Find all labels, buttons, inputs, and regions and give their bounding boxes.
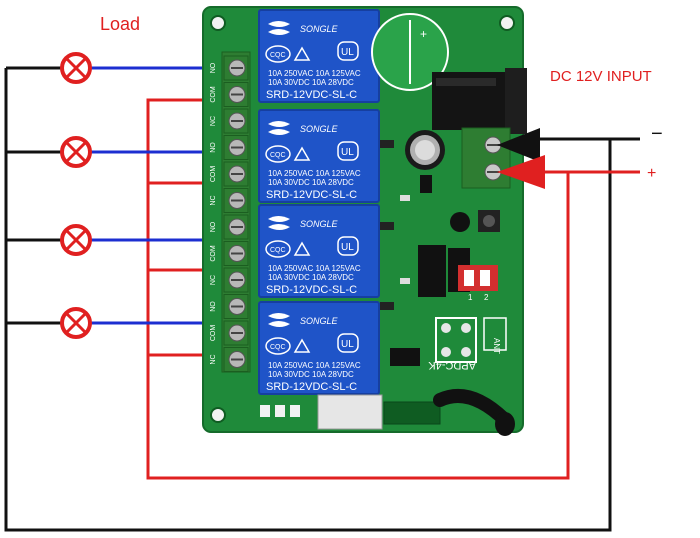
- terminal-label: NO: [210, 62, 217, 73]
- ul-mark-icon: UL: [337, 236, 359, 256]
- terminal-screw: [223, 267, 249, 293]
- terminal-screw: [223, 347, 249, 372]
- antenna-label: ANT: [492, 338, 501, 354]
- svg-text:UL: UL: [341, 242, 354, 253]
- mounting-hole: [210, 407, 226, 423]
- terminal-label: NO: [210, 221, 217, 232]
- relay-rating-2: 10A 30VDC 10A 28VDC: [268, 370, 354, 379]
- minus-label: −: [651, 123, 663, 145]
- electrolytic-capacitor: [405, 130, 445, 170]
- cqc-mark-icon: CQC: [265, 45, 291, 63]
- relay-rating-1: 10A 250VAC 10A 125VAC: [268, 69, 361, 78]
- terminal-screw: [223, 135, 249, 160]
- pcb-components: [260, 140, 500, 417]
- songle-logo-icon: [268, 313, 290, 327]
- dc-power-jack: [432, 68, 527, 134]
- terminal-label: NC: [210, 354, 217, 364]
- svg-text:UL: UL: [341, 339, 354, 350]
- relay-rating-1: 10A 250VAC 10A 125VAC: [268, 361, 361, 370]
- relay-rating-2: 10A 30VDC 10A 28VDC: [268, 178, 354, 187]
- terminal-screw: [223, 82, 249, 107]
- songle-logo-icon: [268, 21, 290, 35]
- svg-text:UL: UL: [341, 47, 354, 58]
- relay-brand: SONGLE: [300, 24, 339, 34]
- cqc-mark-icon: CQC: [265, 337, 291, 355]
- antenna-pad: ANT: [435, 317, 507, 363]
- terminal-label: NC: [210, 116, 217, 126]
- terminal-screw: [223, 214, 249, 240]
- lamp-icon: [60, 52, 92, 84]
- relay-model: SRD-12VDC-SL-C: [266, 189, 357, 201]
- terminal-label: COM: [210, 325, 217, 342]
- black-ground-wire: [4, 66, 640, 532]
- svg-text:+: +: [420, 27, 427, 41]
- lamp-icon: [60, 224, 92, 256]
- relay-model: SRD-12VDC-SL-C: [266, 284, 357, 296]
- songle-logo-icon: [268, 216, 290, 230]
- terminal-screw: [223, 55, 249, 81]
- antenna-cable: [433, 389, 515, 436]
- board-model-label: APDC-4K: [428, 359, 476, 371]
- relay-rating-2: 10A 30VDC 10A 28VDC: [268, 273, 354, 282]
- dip-number-2: 2: [484, 293, 489, 302]
- relay-model: SRD-12VDC-SL-C: [266, 89, 357, 101]
- terminal-screw: [223, 241, 249, 266]
- cqc-mark-icon: CQC: [265, 145, 291, 163]
- dc-input-label: DC 12V INPUT: [550, 68, 652, 85]
- dip-number-1: 1: [468, 293, 473, 302]
- cqc-mark-icon: CQC: [265, 240, 291, 258]
- mounting-hole: [499, 15, 515, 31]
- svg-text:CQC: CQC: [270, 52, 286, 59]
- svg-text:UL: UL: [341, 147, 354, 158]
- load-label: Load: [100, 14, 140, 34]
- mounting-hole: [210, 15, 226, 31]
- power-terminal-block: [461, 127, 511, 189]
- relay-brand: SONGLE: [300, 219, 339, 229]
- plus-label: +: [647, 165, 656, 182]
- arrow-icon: [497, 128, 540, 162]
- receiver-module: [317, 394, 441, 430]
- ul-mark-icon: UL: [337, 141, 359, 161]
- terminal-block: NO COM NC NO COM NC NO COM NC NO COM NC: [210, 51, 251, 373]
- buzzer: +: [371, 13, 449, 91]
- terminal-label: NC: [210, 275, 217, 285]
- ul-mark-icon: UL: [337, 41, 359, 61]
- relay-brand: SONGLE: [300, 316, 339, 326]
- terminal-label: NO: [210, 142, 217, 153]
- terminal-label: NO: [210, 301, 217, 312]
- svg-text:CQC: CQC: [270, 247, 286, 254]
- terminal-label: COM: [210, 86, 217, 103]
- svg-text:CQC: CQC: [270, 152, 286, 159]
- relay-rating-1: 10A 250VAC 10A 125VAC: [268, 169, 361, 178]
- svg-text:CQC: CQC: [270, 344, 286, 351]
- relay-rating-2: 10A 30VDC 10A 28VDC: [268, 78, 354, 87]
- songle-logo-icon: [268, 121, 290, 135]
- arrow-icon: [497, 155, 545, 189]
- relay-rating-1: 10A 250VAC 10A 125VAC: [268, 264, 361, 273]
- terminal-label: NC: [210, 195, 217, 205]
- terminal-screw: [223, 108, 249, 134]
- terminal-screw: [223, 161, 249, 187]
- dip-switch: 1 2: [458, 265, 498, 302]
- lamp-icon: [60, 136, 92, 168]
- ul-mark-icon: UL: [337, 333, 359, 353]
- terminal-screw: [223, 188, 249, 213]
- lamp-icon: [60, 307, 92, 339]
- terminal-label: COM: [210, 245, 217, 262]
- terminal-screw: [223, 294, 249, 319]
- terminal-label: COM: [210, 166, 217, 183]
- terminal-screw: [223, 320, 249, 346]
- relay-brand: SONGLE: [300, 124, 339, 134]
- relay-model: SRD-12VDC-SL-C: [266, 381, 357, 393]
